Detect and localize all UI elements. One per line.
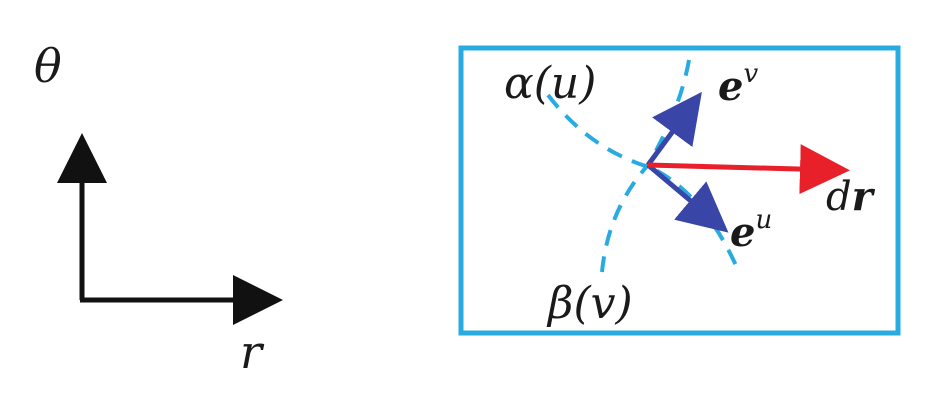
theta-axis-label: θ	[34, 39, 62, 93]
vector-e-v	[645, 91, 702, 167]
vector-e-v-label: ev	[718, 59, 758, 110]
e-v-base: e	[718, 63, 743, 110]
dr-bold: r	[852, 173, 876, 220]
curve-beta-label: β(v)	[546, 278, 633, 329]
axes-group: θ r	[34, 39, 283, 379]
e-u-base: e	[730, 209, 755, 256]
vector-e-u-label: eu	[730, 205, 772, 256]
curve-alpha-label: α(u)	[504, 58, 596, 109]
vector-e-u	[646, 163, 729, 233]
e-u-sup: u	[755, 205, 772, 235]
dr-prefix: d	[826, 174, 852, 220]
vector-dr-label: dr	[826, 173, 876, 220]
r-axis-label: r	[240, 325, 265, 379]
e-v-sup: v	[743, 59, 758, 89]
panel-frame	[458, 45, 901, 336]
vector-dr	[647, 144, 850, 195]
basis-panel: α(u) β(v) ev eu dr	[458, 45, 901, 336]
curve-alpha	[546, 93, 740, 271]
